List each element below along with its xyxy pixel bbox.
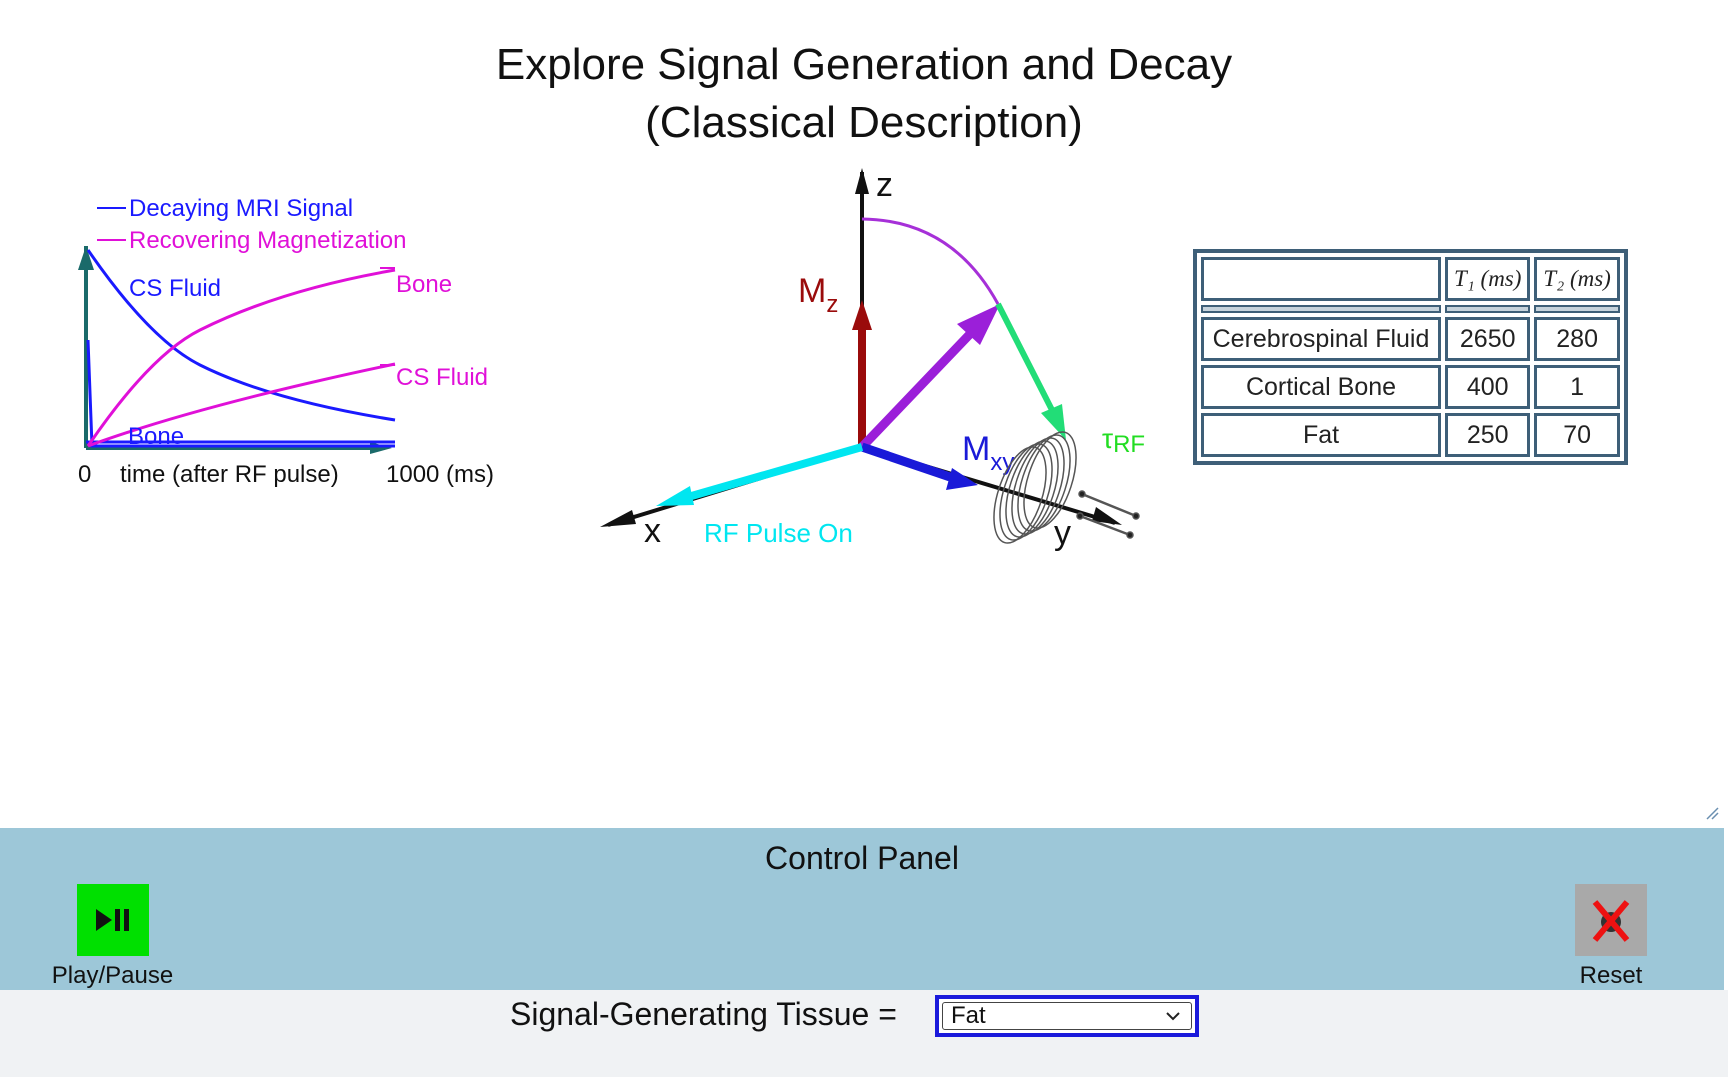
tissue-select-focus-ring: Fat [935, 995, 1199, 1037]
magnetization-vector [858, 330, 974, 451]
rf-coil-icon [993, 431, 1140, 544]
rf-pulse-vector-head [656, 486, 694, 506]
relaxation-times-table: T₁ (ms) T₂ (ms) Cerebrospinal Fluid 2650… [1193, 249, 1628, 465]
tau-rf-vector-head [1041, 404, 1066, 440]
table-cell-tissue: Cortical Bone [1201, 365, 1441, 409]
cs-fluid-recovery-label: CS Fluid [396, 364, 488, 391]
vector-diagram: z x y Mz τRF Mxy RF Pulse On [600, 166, 1145, 552]
reset-button[interactable] [1575, 884, 1647, 956]
resize-grip-icon[interactable] [1705, 806, 1719, 820]
page-title: Explore Signal Generation and Decay [495, 40, 1233, 89]
bone-recovery-label: Bone [396, 271, 452, 298]
z-axis-label: z [876, 166, 893, 204]
y-axis-arrow [1092, 507, 1122, 525]
control-panel [0, 828, 1724, 990]
graph-y-arrow [78, 246, 94, 270]
graph-x-min-label: 0 [78, 461, 91, 488]
table-cell-t2: 1 [1534, 365, 1620, 409]
page-subtitle: (Classical Description) [645, 98, 1083, 147]
legend-decay-label: Decaying MRI Signal [129, 195, 353, 222]
table-header-blank [1201, 257, 1441, 301]
play-pause-button[interactable] [77, 884, 149, 956]
bone-decay-label: Bone [128, 423, 184, 450]
play-pause-label: Play/Pause [51, 962, 174, 989]
signal-graph: Decaying MRI Signal Recovering Magnetiza… [78, 195, 494, 488]
mz-vector-head [852, 300, 872, 330]
table-separator-row [1201, 305, 1620, 313]
bone-recovery-curve [86, 268, 396, 447]
reset-label: Reset [1579, 962, 1643, 989]
table-cell-t2: 280 [1534, 317, 1620, 361]
x-axis-label: x [644, 512, 661, 550]
reset-icon [1592, 900, 1630, 942]
table-header-t2: T₂ (ms) [1534, 257, 1620, 301]
table-header-t1: T₁ (ms) [1445, 257, 1531, 301]
table-cell-t1: 2650 [1445, 317, 1531, 361]
table-cell-tissue: Cerebrospinal Fluid [1201, 317, 1441, 361]
cs-fluid-decay-label: CS Fluid [129, 275, 221, 302]
nutation-arc [861, 217, 1000, 305]
z-axis-arrow [855, 168, 869, 194]
table-cell-t2: 70 [1534, 413, 1620, 457]
table-cell-tissue: Fat [1201, 413, 1441, 457]
rf-pulse-vector [686, 443, 864, 501]
tissue-selector-label: Signal-Generating Tissue = [510, 996, 897, 1032]
table-cell-t1: 250 [1445, 413, 1531, 457]
graph-x-arrow [370, 442, 392, 454]
table-row: Cerebrospinal Fluid 2650 280 [1201, 317, 1620, 361]
tissue-selector-bar [0, 990, 1728, 1077]
graph-x-max-label: 1000 (ms) [386, 461, 494, 488]
chevron-down-icon [1166, 1012, 1180, 1021]
legend-recovery-label: Recovering Magnetization [129, 227, 407, 254]
mxy-vector [860, 442, 952, 482]
x-axis-arrow [600, 510, 636, 527]
play-pause-icon [96, 909, 129, 931]
tissue-select-value: Fat [951, 1002, 986, 1029]
cs-fluid-recovery-curve [87, 362, 396, 448]
tau-rf-vector [995, 302, 1055, 412]
table-header-row: T₁ (ms) T₂ (ms) [1201, 257, 1620, 301]
table-cell-t1: 400 [1445, 365, 1531, 409]
tissue-select[interactable]: Fat [942, 1002, 1192, 1030]
table-row: Fat 250 70 [1201, 413, 1620, 457]
mz-label: Mz [798, 272, 838, 318]
magnetization-vector-head [957, 304, 1000, 345]
tau-rf-label: τRF [1102, 423, 1145, 458]
control-panel-title: Control Panel [765, 840, 959, 876]
mxy-label: Mxy [962, 430, 1014, 476]
y-axis-label: y [1054, 514, 1071, 552]
cs-fluid-decay-curve [86, 249, 396, 422]
table-row: Cortical Bone 400 1 [1201, 365, 1620, 409]
simulation-canvas: Explore Signal Generation and Decay (Cla… [78, 40, 1719, 820]
rf-pulse-label: RF Pulse On [704, 518, 853, 548]
mxy-vector-head [946, 468, 978, 490]
graph-x-axis-label: time (after RF pulse) [120, 461, 339, 488]
